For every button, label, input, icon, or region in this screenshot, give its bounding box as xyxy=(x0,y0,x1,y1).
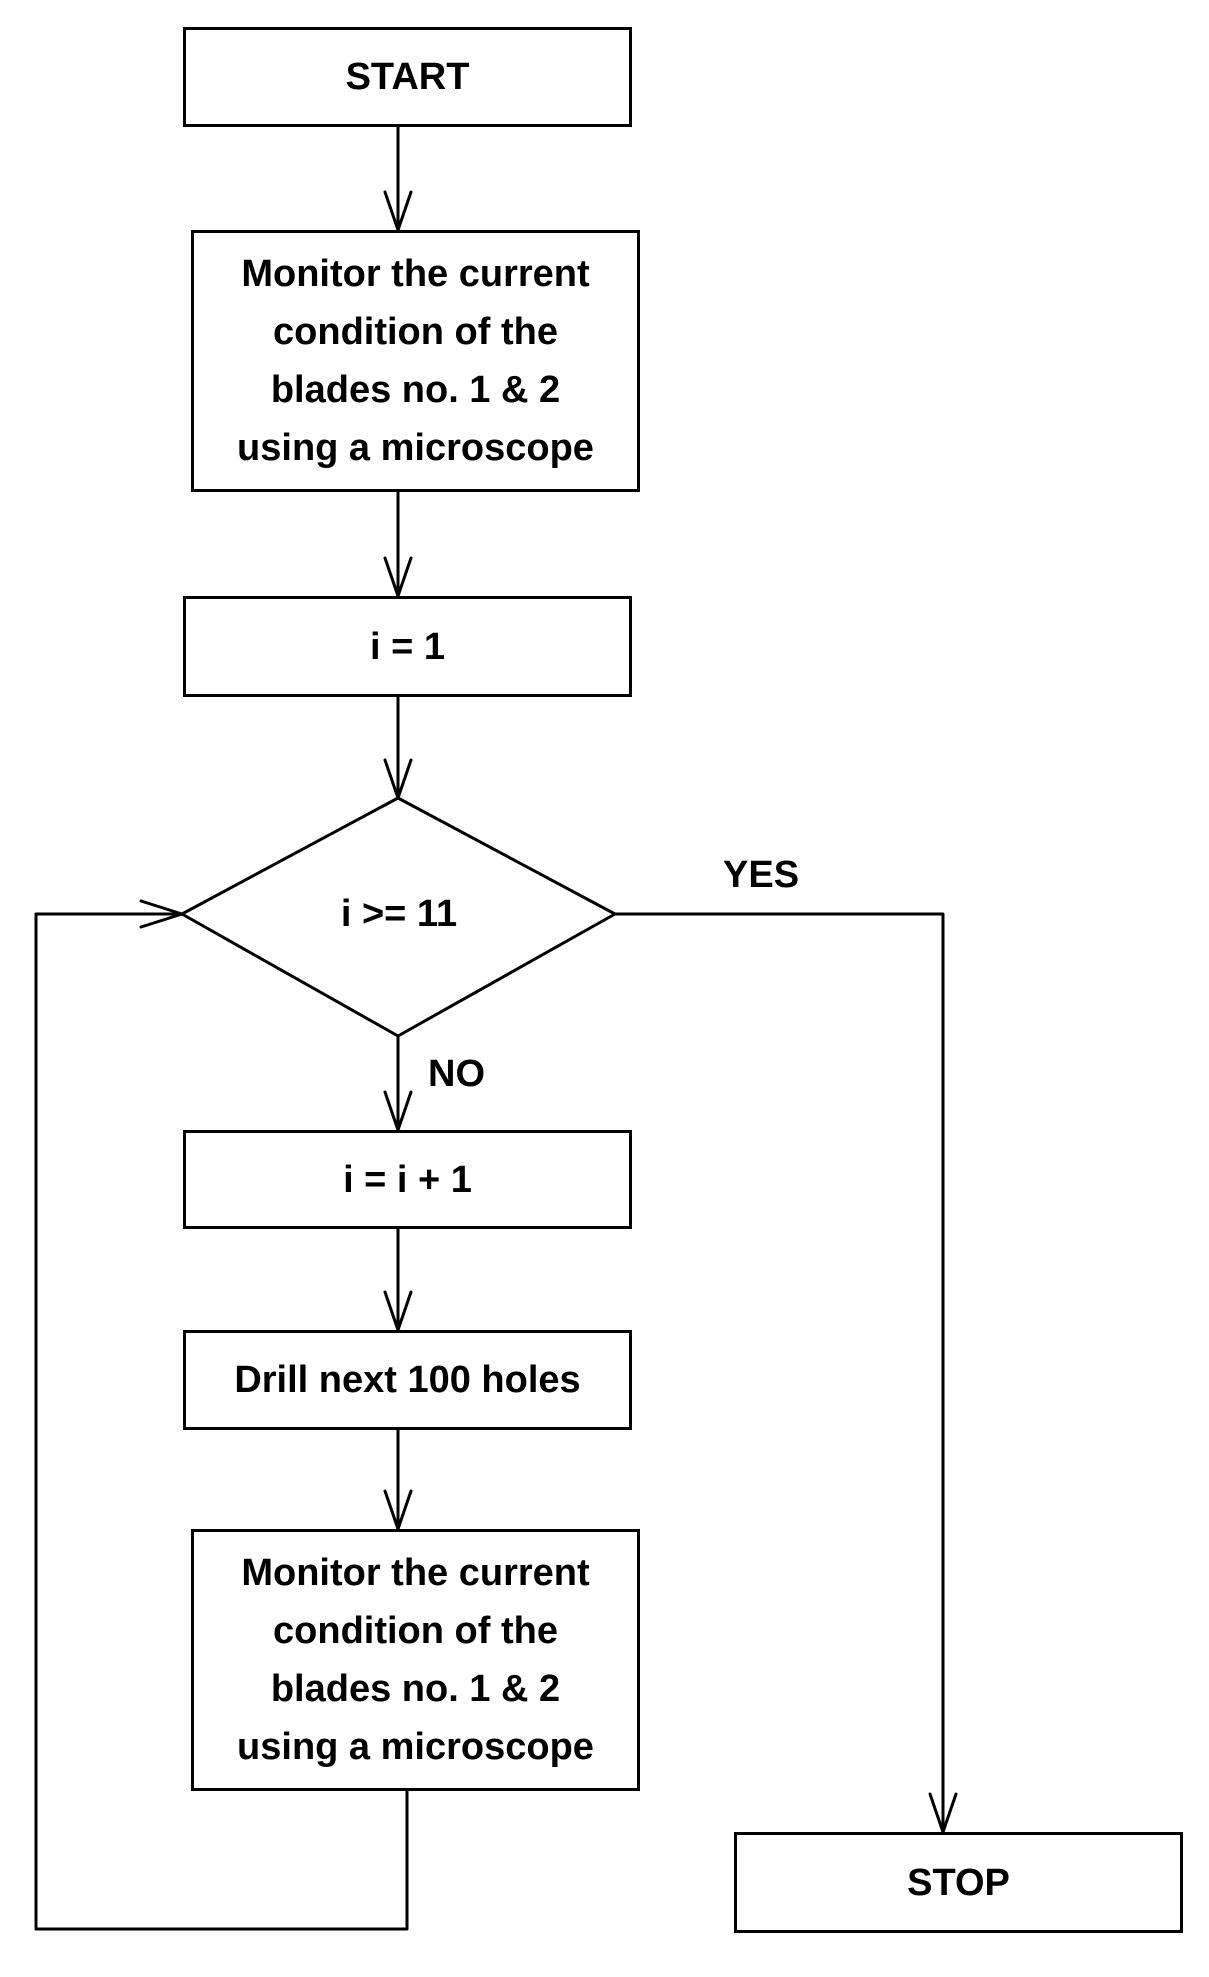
monitor-initial-line-1: Monitor the current xyxy=(241,253,590,295)
start-label: START xyxy=(345,56,470,98)
stop-node: STOP xyxy=(734,1832,1183,1933)
monitor-loop-line-3: blades no. 1 & 2 xyxy=(270,1668,561,1710)
edge-decision-yes xyxy=(613,912,945,1834)
monitor-loop-node: Monitor the current condition of the bla… xyxy=(191,1529,640,1791)
init-counter-node: i = 1 xyxy=(183,596,632,697)
monitor-loop-line-1: Monitor the current xyxy=(241,1552,590,1594)
decision-label: i >= 11 xyxy=(340,893,458,935)
start-node: START xyxy=(183,27,632,127)
no-label: NO xyxy=(428,1053,485,1095)
monitor-initial-line-3: blades no. 1 & 2 xyxy=(270,369,561,411)
drill-label: Drill next 100 holes xyxy=(234,1359,581,1401)
increment-label: i = i + 1 xyxy=(343,1158,472,1201)
init-counter-label: i = 1 xyxy=(370,625,445,668)
stop-label: STOP xyxy=(907,1861,1010,1904)
monitor-loop-line-4: using a microscope xyxy=(237,1726,594,1768)
edge-loop-back xyxy=(34,912,409,1931)
decision-diamond xyxy=(180,796,617,1038)
yes-label: YES xyxy=(723,854,800,896)
monitor-loop-line-2: condition of the xyxy=(273,1610,558,1652)
monitor-initial-line-2: condition of the xyxy=(273,311,558,353)
monitor-initial-node: Monitor the current condition of the bla… xyxy=(191,230,640,492)
increment-node: i = i + 1 xyxy=(183,1130,632,1229)
monitor-initial-line-4: using a microscope xyxy=(237,427,594,469)
drill-node: Drill next 100 holes xyxy=(183,1330,632,1430)
